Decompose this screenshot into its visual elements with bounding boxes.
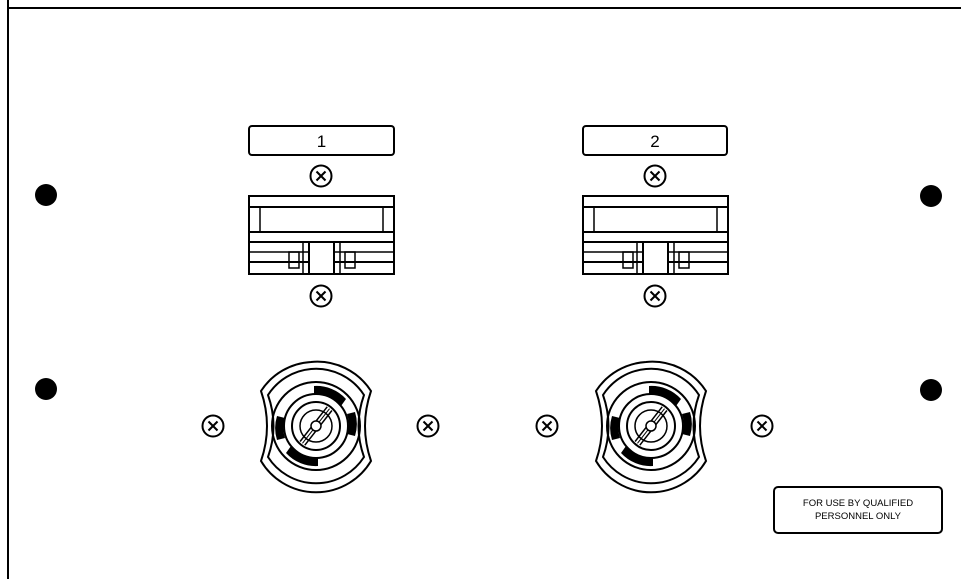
screw-icon bbox=[643, 164, 667, 188]
mounting-hole-icon bbox=[920, 185, 942, 207]
key-switch-icon[interactable] bbox=[260, 360, 372, 494]
screw-icon bbox=[535, 414, 559, 438]
screw-icon bbox=[416, 414, 440, 438]
circuit-breaker-icon[interactable] bbox=[582, 195, 729, 275]
mounting-hole-icon bbox=[920, 379, 942, 401]
slot-1: 1 bbox=[201, 125, 440, 494]
warning-line-2: PERSONNEL ONLY bbox=[815, 511, 902, 522]
screw-icon bbox=[750, 414, 774, 438]
label-plate-2: 2 bbox=[582, 125, 728, 156]
mounting-hole-icon bbox=[35, 184, 57, 206]
screw-icon bbox=[309, 164, 333, 188]
circuit-breaker-icon[interactable] bbox=[248, 195, 395, 275]
screw-icon bbox=[309, 284, 333, 308]
warning-line-1: FOR USE BY QUALIFIED bbox=[803, 498, 913, 509]
screw-icon bbox=[201, 414, 225, 438]
slot-2-label: 2 bbox=[650, 132, 659, 151]
warning-label: FOR USE BY QUALIFIED PERSONNEL ONLY bbox=[773, 486, 943, 534]
key-switch-icon[interactable] bbox=[595, 360, 707, 494]
label-plate-1: 1 bbox=[248, 125, 395, 156]
slot-2: 2 bbox=[535, 125, 774, 494]
panel-outline bbox=[7, 0, 961, 579]
slot-1-label: 1 bbox=[317, 132, 326, 151]
screw-icon bbox=[643, 284, 667, 308]
mounting-hole-icon bbox=[35, 378, 57, 400]
